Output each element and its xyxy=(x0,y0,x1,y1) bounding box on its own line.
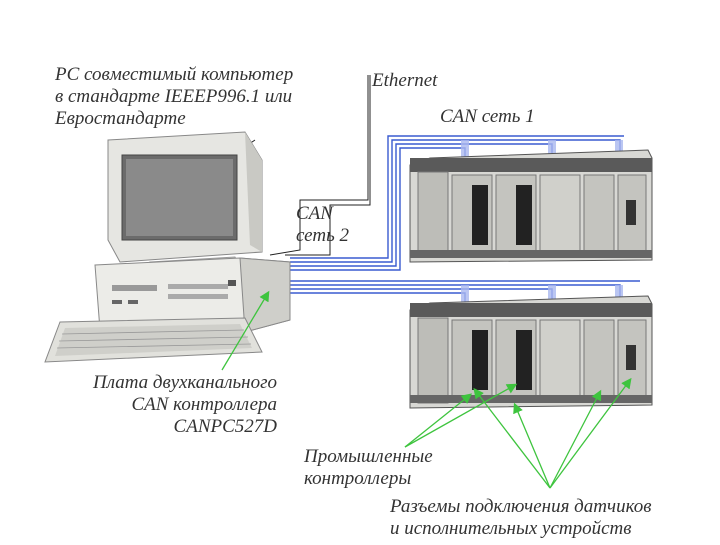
pc-label: PC совместимый компьютер в стандарте IEE… xyxy=(55,64,293,130)
controllers-label-line-1: Промышленные xyxy=(304,446,433,468)
ethernet-label-text: Ethernet xyxy=(372,70,437,91)
controllers-label-line-2: контроллеры xyxy=(304,468,433,490)
board-label-line-1: Плата двухканального xyxy=(55,372,277,394)
industrial-controller-rack-icon xyxy=(410,150,652,262)
connectors-label-line-1: Разъемы подключения датчиков xyxy=(390,496,651,518)
board-label-line-2: CAN контроллера xyxy=(55,394,277,416)
pc-label-line-2: в стандарте IEEEP996.1 или xyxy=(55,86,293,108)
pc-label-line-1: PC совместимый компьютер xyxy=(55,64,293,86)
keyboard-icon xyxy=(45,318,262,362)
controllers-label: Промышленные контроллеры xyxy=(304,446,433,490)
can-network-2-label: CAN сеть 2 xyxy=(296,203,349,247)
can-network-2-line-1: CAN xyxy=(296,203,349,225)
industrial-controller-rack-icon xyxy=(410,296,652,408)
can-network-2-line-2: сеть 2 xyxy=(296,225,349,247)
board-label: Плата двухканального CAN контроллера CAN… xyxy=(55,372,277,438)
ethernet-label: Ethernet xyxy=(372,70,437,92)
connectors-label-line-2: и исполнительных устройств xyxy=(390,518,651,540)
pc-label-line-3: Евростандарте xyxy=(55,108,293,130)
connectors-label: Разъемы подключения датчиков и исполните… xyxy=(390,496,651,540)
board-model-label: CANPC527D xyxy=(55,416,277,438)
can-network-1-text: CAN сеть 1 xyxy=(440,106,535,127)
computer-monitor-icon xyxy=(108,132,262,273)
can-network-1-label: CAN сеть 1 xyxy=(440,106,535,128)
